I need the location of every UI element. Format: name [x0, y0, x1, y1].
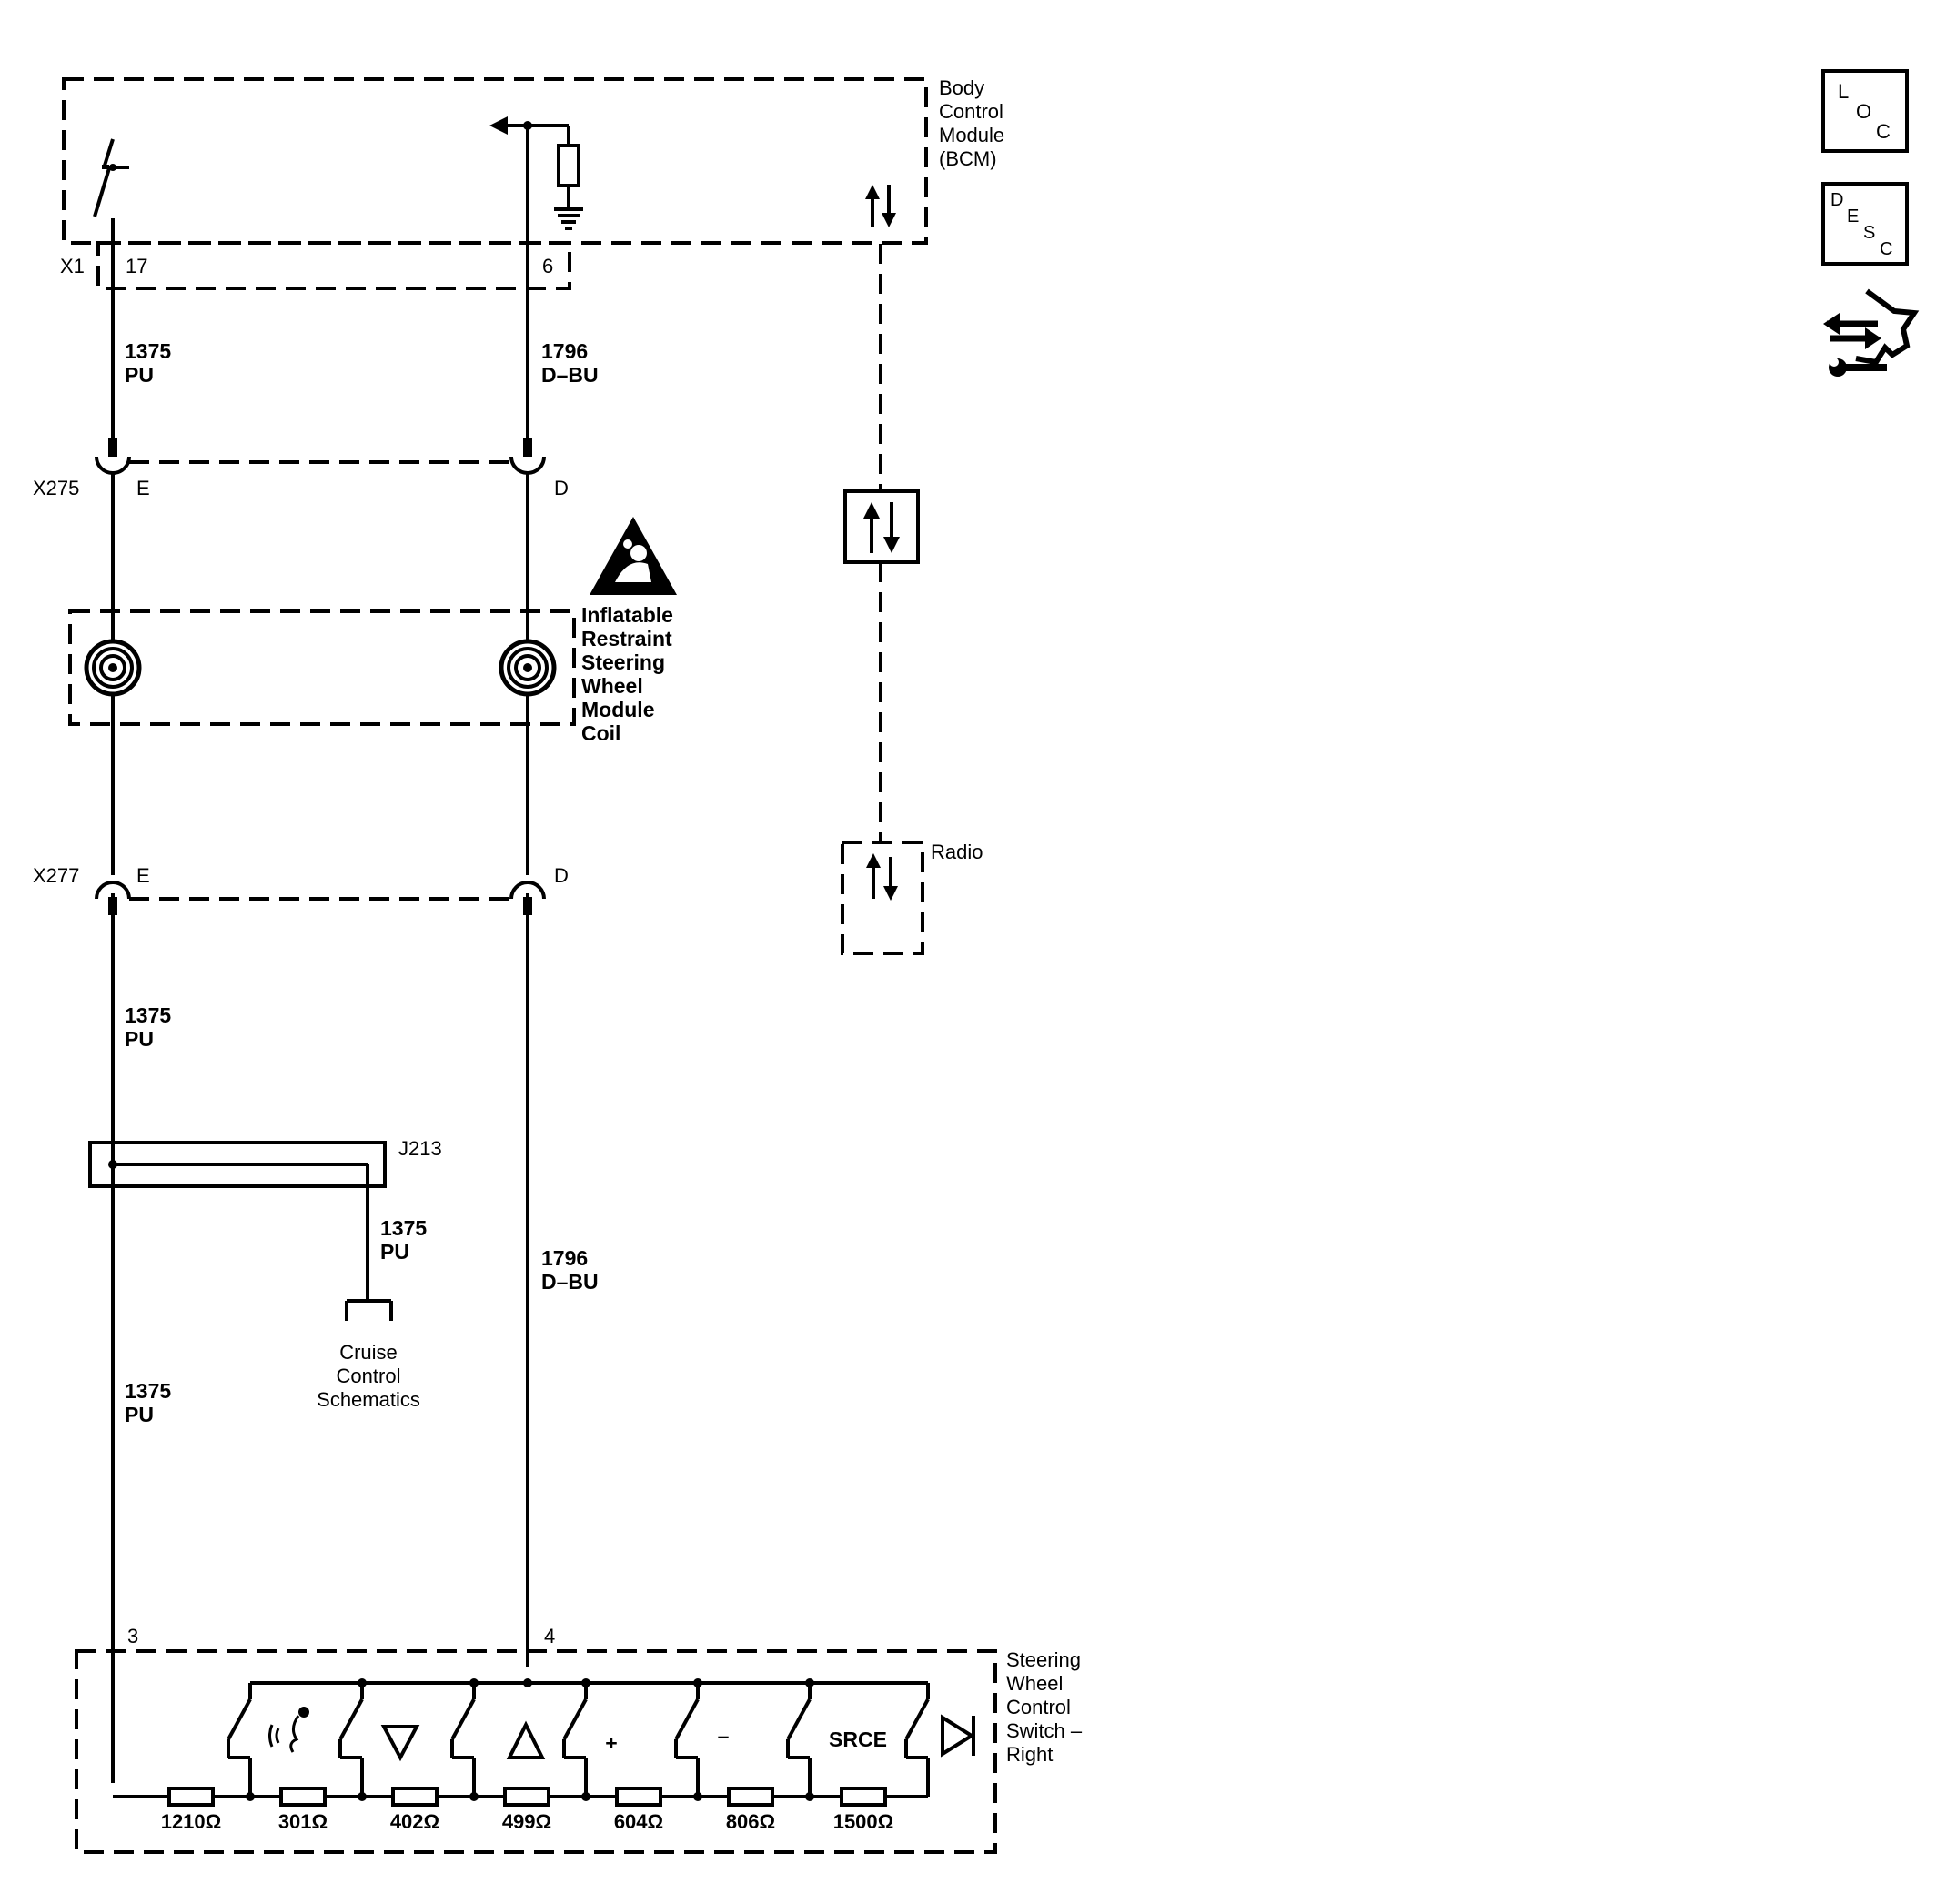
switch-contact: [786, 1698, 812, 1740]
switch-pin-4-label: 4: [544, 1625, 555, 1647]
connector-x275: X275 E D: [33, 456, 569, 499]
x277-pin-e-label: E: [136, 864, 150, 887]
diode-icon: [941, 1714, 975, 1758]
coil-name-line-6: Coil: [581, 721, 620, 745]
switch-contact: [227, 1698, 252, 1740]
voice-recognition-icon: [268, 1707, 309, 1753]
connector-x277: X277 E D: [33, 864, 569, 901]
plus-icon: +: [605, 1731, 617, 1755]
x277-pin-d-label: D: [554, 864, 569, 887]
resistor-604: [615, 1787, 662, 1807]
x275-pin-e-label: E: [136, 477, 150, 499]
body-control-module: Body Control Module (BCM) X1 17 6: [60, 76, 1004, 290]
wire-left-upper-color: PU: [125, 363, 154, 387]
resistor-806: [727, 1787, 774, 1807]
bcm-input-switch-icon: [93, 167, 111, 217]
wire-right-lower-num: 1796: [541, 1246, 588, 1270]
loc-letter-l: L: [1838, 80, 1849, 103]
source-icon: SRCE: [829, 1728, 887, 1751]
x275-pin-d-label: D: [554, 477, 569, 499]
circuit-wires: [108, 126, 532, 1783]
resistor-value-label: 1500Ω: [833, 1810, 894, 1833]
wire-left-middle-num: 1375: [125, 1003, 171, 1027]
clockspring-icon-left: [84, 639, 142, 697]
desc-letter-s: S: [1863, 223, 1875, 243]
airbag-warning-icon: [590, 517, 677, 595]
resistor-301: [279, 1787, 327, 1807]
resistor-value-label: 499Ω: [502, 1810, 551, 1833]
description-button[interactable]: D E S C: [1821, 182, 1909, 266]
bcm-serial-data-icon: [865, 185, 896, 227]
down-triangle-icon: [380, 1725, 420, 1762]
splice-label: J213: [398, 1137, 442, 1160]
steering-wheel-control-switch: 3 4 1210Ω 301Ω 402Ω 499Ω 604Ω 806Ω 1500Ω + – S…: [75, 1625, 1083, 1854]
wire-right-lower-color: D–BU: [541, 1270, 599, 1294]
coil-name-line-4: Wheel: [581, 674, 643, 698]
resistor-value-label: 402Ω: [390, 1810, 439, 1833]
switch-contact: [674, 1698, 700, 1740]
radio-module: Radio: [841, 841, 983, 955]
desc-letter-e: E: [1847, 207, 1859, 227]
radio-label: Radio: [931, 841, 983, 863]
wire-splice-branch-color: PU: [380, 1240, 409, 1264]
switch-name-line-5: Right: [1006, 1743, 1053, 1766]
coil-name-line-5: Module: [581, 698, 655, 721]
x275-label: X275: [33, 477, 79, 499]
resistor-1500: [840, 1787, 887, 1807]
bcm-name-line-1: Body: [939, 76, 984, 99]
resistor-value-label: 301Ω: [278, 1810, 328, 1833]
splice-j213: J213: [88, 1137, 442, 1321]
desc-letter-d: D: [1830, 190, 1843, 210]
wire-splice-branch-num: 1375: [380, 1216, 427, 1240]
loc-letter-o: O: [1856, 100, 1871, 123]
x277-label: X277: [33, 864, 79, 887]
x1-pin-6-label: 6: [542, 255, 553, 277]
bcm-name-line-2: Control: [939, 100, 1003, 123]
cruise-control-line-3[interactable]: Schematics: [317, 1388, 420, 1411]
switch-name-line-2: Wheel: [1006, 1672, 1063, 1695]
resistor-value-label: 806Ω: [726, 1810, 775, 1833]
wire-left-upper-num: 1375: [125, 339, 171, 363]
switch-contact: [562, 1698, 588, 1740]
wire-right-upper-color: D–BU: [541, 363, 599, 387]
resistor-value-label: 1210Ω: [161, 1810, 222, 1833]
switch-contact: [450, 1698, 476, 1740]
cruise-control-line-2[interactable]: Control: [337, 1365, 401, 1387]
desc-letter-c: C: [1880, 239, 1892, 259]
clockspring-icon-right: [499, 639, 557, 697]
steering-wheel-module-coil: Inflatable Restraint Steering Wheel Modu…: [68, 517, 677, 745]
x1-connector-label: X1: [60, 255, 85, 277]
bcm-name-line-3: Module: [939, 124, 1004, 146]
resistor-1210: [167, 1787, 215, 1807]
up-triangle-icon: [506, 1720, 546, 1759]
minus-icon: –: [718, 1724, 730, 1748]
resistor-value-label: 604Ω: [614, 1810, 663, 1833]
bcm-name-line-4: (BCM): [939, 147, 997, 170]
wire-left-middle-color: PU: [125, 1027, 154, 1051]
switch-name-line-3: Control: [1006, 1696, 1071, 1718]
serial-data-line: [843, 244, 920, 842]
cruise-control-line-1[interactable]: Cruise: [339, 1341, 398, 1364]
coil-name-line-2: Restraint: [581, 627, 672, 650]
resistor-402: [391, 1787, 439, 1807]
diagnostic-procedure-icon[interactable]: [1823, 288, 1920, 377]
switch-contact: [904, 1698, 930, 1740]
wire-left-lower-num: 1375: [125, 1379, 171, 1403]
wire-right-upper-num: 1796: [541, 339, 588, 363]
x1-pin-17-label: 17: [126, 255, 147, 277]
loc-letter-c: C: [1876, 120, 1891, 143]
bcm-pullup-resistor-icon: [489, 116, 583, 230]
switch-name-line-4: Switch –: [1006, 1719, 1083, 1742]
switch-contact: [338, 1698, 364, 1740]
switch-pin-3-label: 3: [127, 1625, 138, 1647]
switch-name-line-1: Steering: [1006, 1648, 1081, 1671]
resistor-499: [503, 1787, 550, 1807]
location-button[interactable]: L O C: [1821, 69, 1909, 153]
coil-name-line-3: Steering: [581, 650, 665, 674]
wire-left-lower-color: PU: [125, 1403, 154, 1426]
coil-name-line-1: Inflatable: [581, 603, 673, 627]
